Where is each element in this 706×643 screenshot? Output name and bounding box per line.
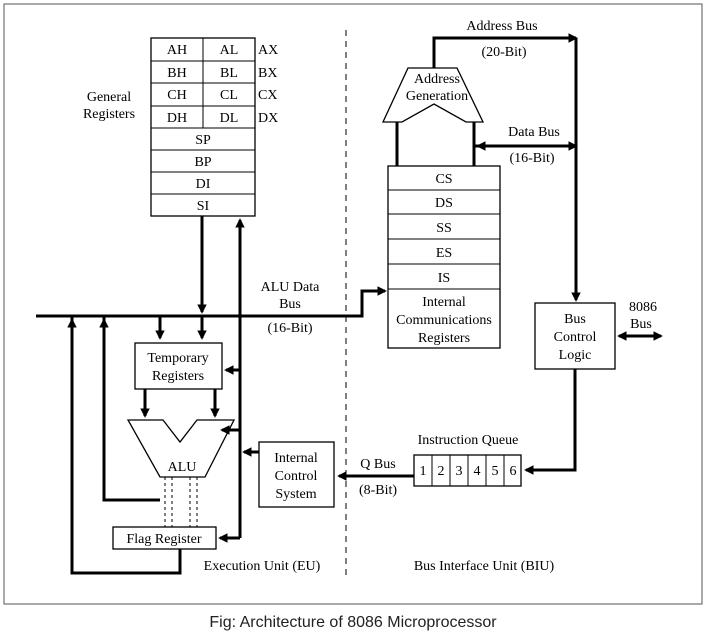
temporary-registers-label-1: Temporary [147, 351, 208, 366]
general-registers-label-1: General [87, 90, 131, 105]
reg-ch: CH [167, 88, 186, 103]
flag-to-bus-wire [70, 316, 182, 575]
reg-bh: BH [167, 66, 186, 81]
queue-cell-5: 5 [492, 464, 499, 479]
queue-cell-3: 3 [456, 464, 463, 479]
seg-is: IS [438, 271, 450, 286]
control-to-queue-wire [530, 369, 577, 472]
segment-registers-block [387, 165, 501, 349]
external-bus-label-1: 8086 [629, 300, 657, 315]
data-bus-label-2: (16-Bit) [509, 151, 554, 166]
bus-control-label-2: Control [554, 330, 597, 345]
reg-ax: AX [258, 43, 278, 58]
internal-control-box [258, 441, 335, 508]
general-registers-label-2: Registers [83, 107, 135, 122]
reg-bp: BP [194, 155, 211, 170]
reg-bl: BL [220, 66, 238, 81]
flag-register-box [112, 526, 217, 550]
seg-ds: DS [435, 196, 453, 211]
queue-cell-1: 1 [420, 464, 427, 479]
general-registers-block [150, 37, 256, 217]
flag-register-label: Flag Register [126, 532, 201, 547]
bus-control-label-3: Logic [559, 348, 592, 363]
internal-control-label-2: Control [275, 469, 318, 484]
data-bus-label-1: Data Bus [508, 125, 560, 140]
alu-shape [126, 419, 236, 478]
queue-cell-6: 6 [510, 464, 517, 479]
external-bus-label-2: Bus [630, 317, 652, 332]
bus-control-label-1: Bus [564, 312, 586, 327]
reg-si: SI [197, 199, 210, 214]
alu-data-bus-label-3: (16-Bit) [267, 321, 312, 336]
alu-label: ALU [168, 460, 197, 475]
reg-dx: DX [258, 111, 278, 126]
figure-caption: Fig: Architecture of 8086 Microprocessor [209, 614, 497, 631]
seg-ss: SS [436, 221, 452, 236]
temporary-registers-label-2: Registers [152, 369, 204, 384]
internal-comm-label-1: Internal [422, 295, 466, 310]
instruction-queue [413, 454, 522, 487]
reg-dh: DH [167, 111, 187, 126]
architecture-diagram: AH AL AX BH BL BX CH CL CX DH DL DX SP B… [3, 3, 703, 605]
address-bus-wire [432, 36, 576, 72]
reg-cl: CL [220, 88, 238, 103]
internal-control-label-3: System [275, 487, 316, 502]
diagram-frame [3, 3, 703, 605]
eu-label: Execution Unit (EU) [204, 559, 321, 574]
reg-al: AL [220, 43, 239, 58]
reg-sp: SP [195, 133, 211, 148]
address-generation-label-2: Generation [406, 89, 468, 104]
reg-di: DI [196, 177, 211, 192]
bus-control-logic-box [534, 302, 616, 370]
temporary-registers-box [134, 342, 223, 390]
reg-cx: CX [258, 88, 277, 103]
q-bus-label-1: Q Bus [360, 457, 395, 472]
address-generation-shape [381, 67, 485, 123]
seg-cs: CS [435, 172, 452, 187]
reg-dl: DL [220, 111, 239, 126]
alu-bus-to-biu-wire [350, 289, 380, 318]
alu-data-bus-label-1: ALU Data [261, 280, 320, 295]
alu-result-wire [102, 316, 160, 502]
address-generation-label-1: Address [414, 72, 460, 87]
queue-cell-4: 4 [474, 464, 481, 479]
q-bus-label-2: (8-Bit) [359, 483, 397, 498]
instruction-queue-label: Instruction Queue [418, 433, 519, 448]
address-bus-label-1: Address Bus [466, 19, 537, 34]
address-bus-label-2: (20-Bit) [481, 45, 526, 60]
seg-es: ES [436, 246, 452, 261]
internal-control-label-1: Internal [274, 451, 318, 466]
alu-data-bus-label-2: Bus [279, 297, 301, 312]
queue-cell-2: 2 [438, 464, 445, 479]
internal-comm-label-2: Communications [396, 313, 492, 328]
internal-comm-label-3: Registers [418, 331, 470, 346]
reg-ah: AH [167, 43, 187, 58]
biu-label: Bus Interface Unit (BIU) [414, 559, 555, 574]
reg-bx: BX [258, 66, 277, 81]
